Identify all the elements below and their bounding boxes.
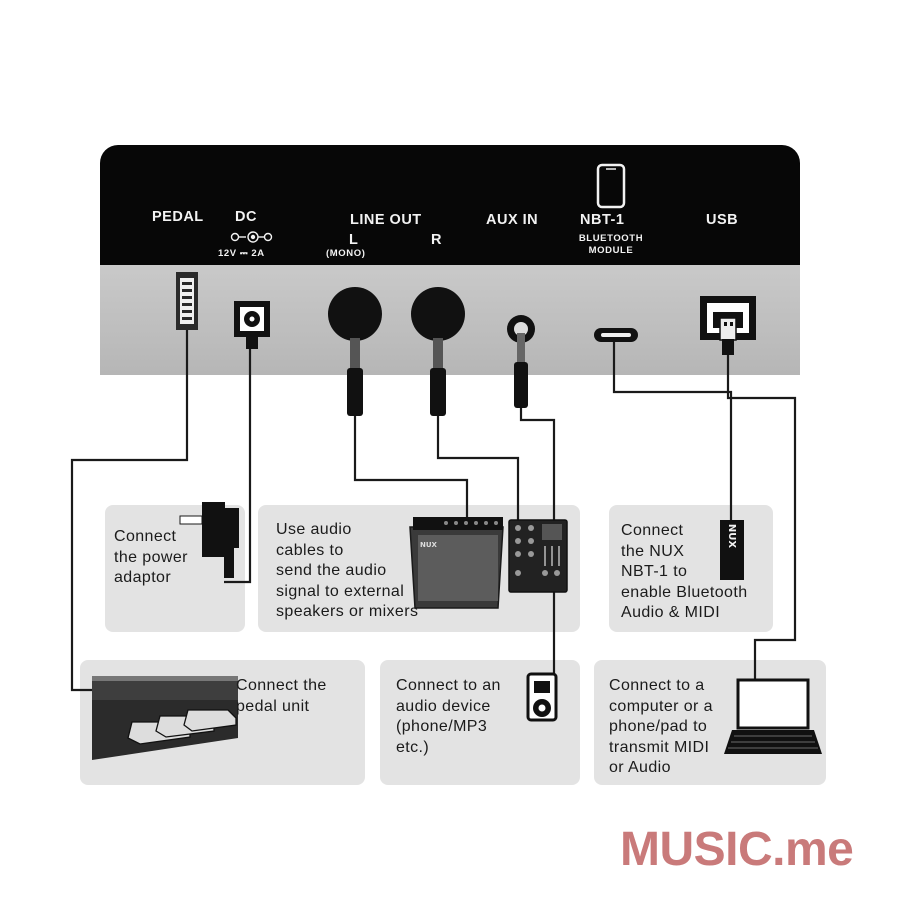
bluetooth-caption: Connect the NUX NBT-1 to enable Bluetoot… [621,522,748,621]
nbt-label: NBT-1 [580,212,625,228]
pedal-label: PEDAL [152,209,204,225]
dc-label: DC [235,209,257,225]
bluetooth-box [609,505,773,632]
line-out-left-jack-icon [328,287,382,416]
dc-rating-label: 12V ⎓ 2A [218,248,265,259]
phone-icon [596,163,626,209]
module-label: MODULE [588,245,634,256]
nbt-slot-icon [594,328,638,342]
line-out-left-label: L [349,232,359,248]
power-caption: Connect the power adaptor [114,528,188,586]
mixer-icon [508,519,568,593]
aux-in-label: AUX IN [486,212,539,228]
brand-logo: MUSIC.me [620,823,854,876]
line-out-right-jack-icon [411,287,465,416]
usb-label: USB [706,212,739,228]
audio-out-caption: Use audio cables to send the audio signa… [276,521,419,620]
amp-logo: NUX [420,541,438,549]
panel-top [100,145,800,265]
usb-caption: Connect to a computer or a phone/pad to … [609,677,713,776]
bluetooth-dongle-icon: NUX [720,520,744,580]
line-out-right-cable [436,416,520,523]
pedal-caption: Connect the pedal unit [236,677,327,715]
usb-port-icon [700,296,756,355]
dc-polarity-icon [230,231,273,243]
line-out-right-label: R [431,232,442,248]
pedal-connector-icon [176,272,198,330]
usb-cable [726,355,797,680]
aux-caption: Connect to an audio device (phone/MP3 et… [396,677,501,756]
dc-cable [224,349,252,584]
laptop-icon [724,678,822,754]
power-adaptor-icon [179,502,239,578]
mp3-player-icon [526,672,558,722]
dc-jack-icon [234,301,270,349]
line-out-label: LINE OUT [350,212,422,228]
line-out-left-cable [353,416,469,517]
nbt-cable [612,342,733,520]
pedal-unit-icon [92,676,238,760]
pedal-cable [70,330,189,692]
mono-label: (MONO) [326,248,366,259]
amplifier-icon: NUX [409,517,504,609]
aux-jack-icon [507,315,535,408]
bluetooth-label: BLUETOOTH [578,233,644,244]
dongle-logo: NUX [726,524,737,548]
